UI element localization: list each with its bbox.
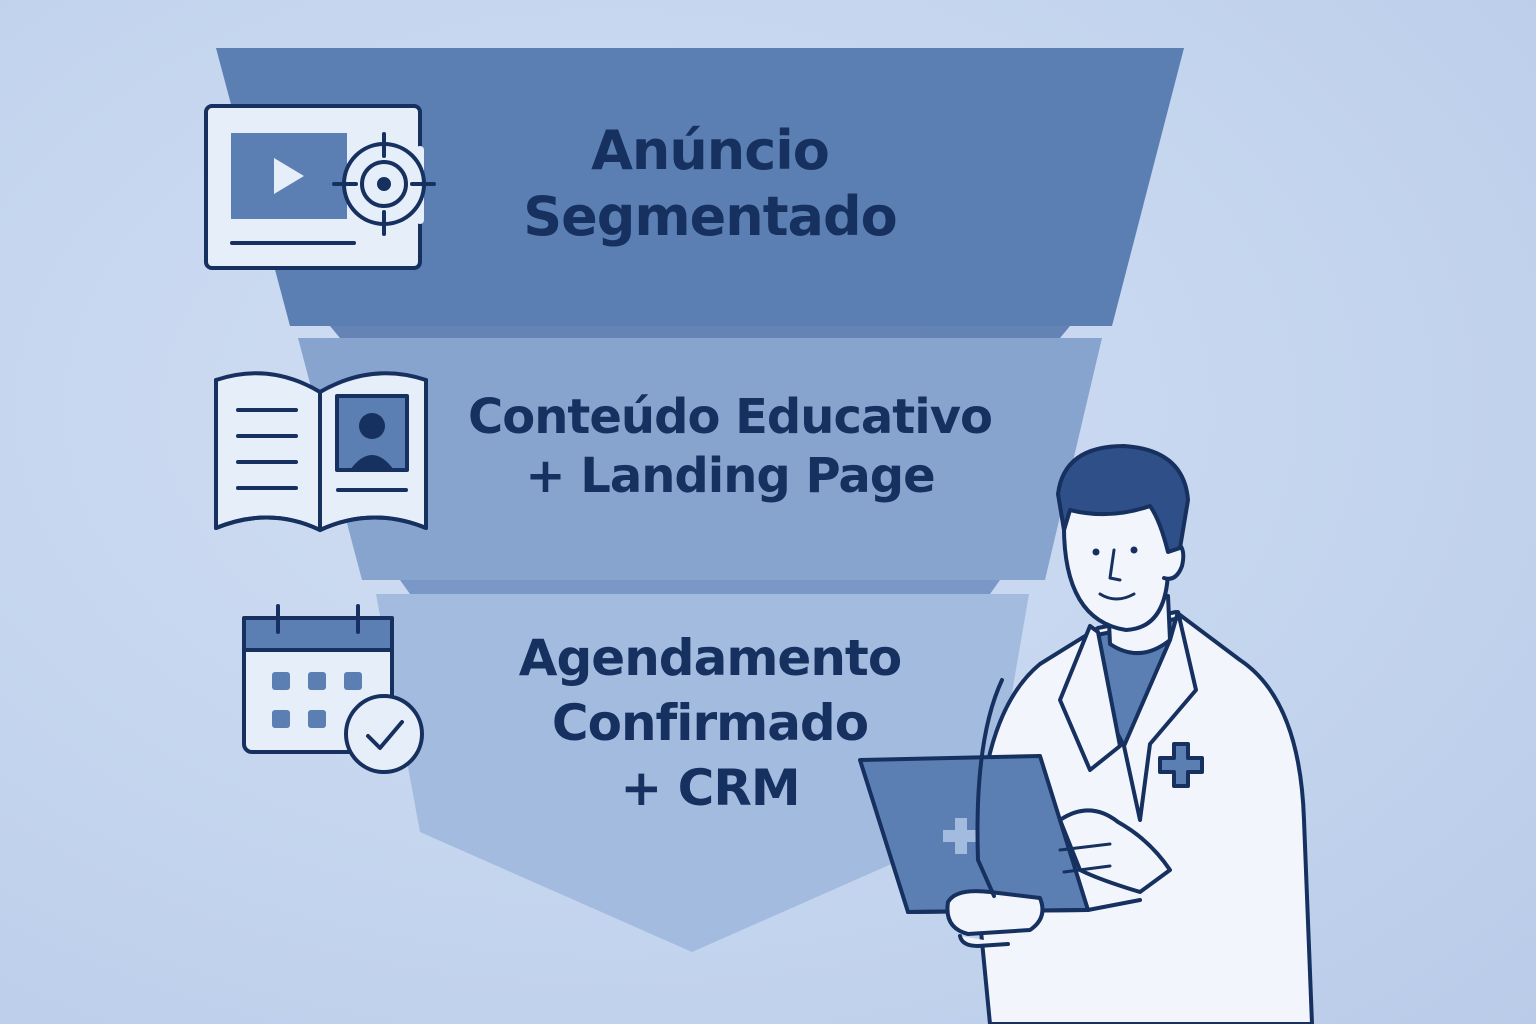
video-ad-target-icon	[206, 106, 434, 268]
stage-2-line-1: Conteúdo Educativo	[420, 388, 1040, 447]
stage-3-line-1: Agendamento	[440, 626, 980, 691]
stage-2-line-2: + Landing Page	[420, 447, 1040, 506]
stage-1-line-1: Anúncio	[440, 118, 980, 184]
stage-1-label: Anúncio Segmentado	[440, 118, 980, 250]
funnel-neck-1	[330, 326, 1070, 338]
stage-3-line-3: + CRM	[440, 756, 980, 821]
stage-3-label: Agendamento Confirmado + CRM	[440, 626, 980, 821]
funnel-neck-2	[400, 580, 1000, 594]
stage-1-line-2: Segmentado	[440, 184, 980, 250]
stage-3-line-2: Confirmado	[440, 691, 980, 756]
open-book-icon	[216, 373, 426, 530]
stage-2-label: Conteúdo Educativo + Landing Page	[420, 388, 1040, 505]
